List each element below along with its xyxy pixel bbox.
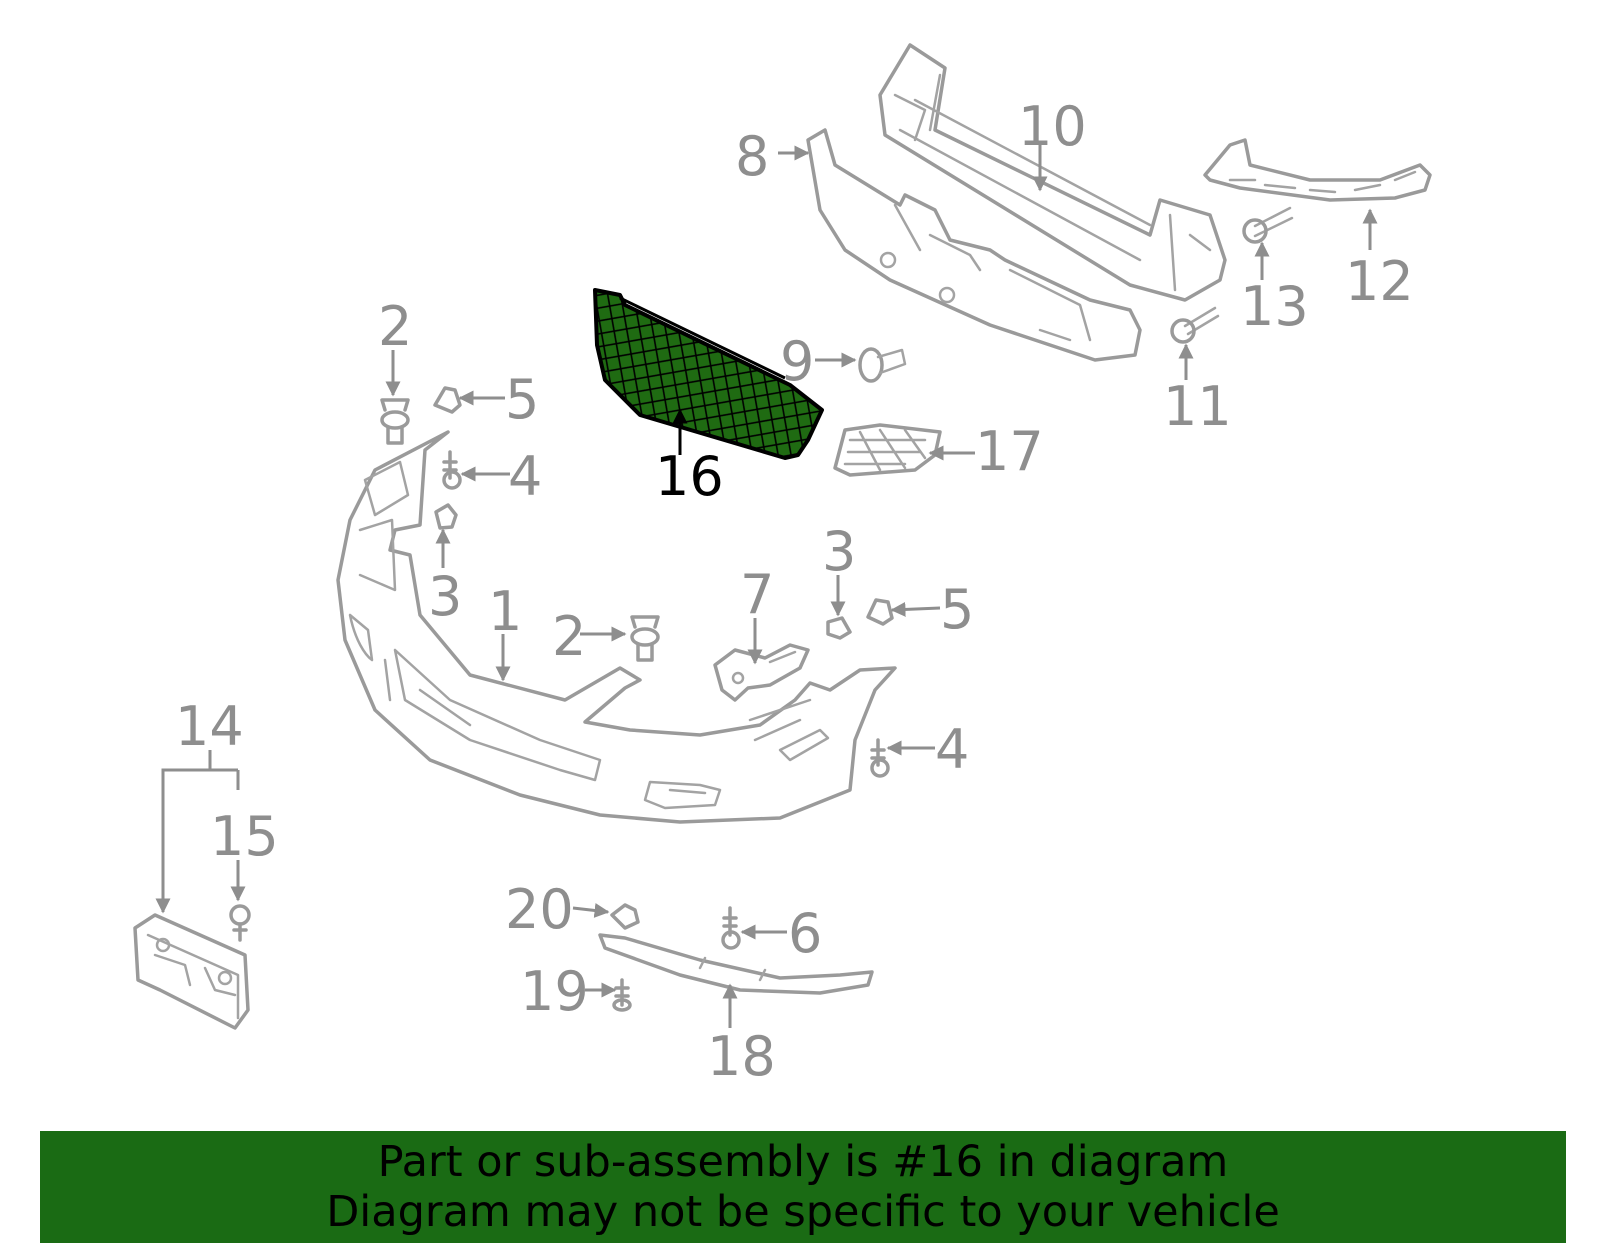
banner-line-disclaimer: Diagram may not be specific to your vehi… <box>326 1187 1280 1237</box>
callout-7: 7 <box>740 563 774 626</box>
banner-line-part: Part or sub-assembly is #16 in diagram <box>377 1137 1229 1187</box>
nut-20 <box>610 903 640 930</box>
callout-labels: 2 5 4 3 1 2 7 3 5 4 8 10 9 13 12 11 17 1… <box>175 95 1414 1088</box>
callout-1: 1 <box>488 580 522 643</box>
absorber-part <box>806 128 1142 362</box>
callout-6: 6 <box>788 902 822 965</box>
leader-lines <box>155 145 1378 1028</box>
pushpin-2a <box>380 398 410 445</box>
screw-4b <box>870 738 890 778</box>
screw-4a <box>442 450 462 490</box>
pin-9 <box>858 347 907 383</box>
bolt-19 <box>612 978 632 1012</box>
screw-6 <box>721 906 741 950</box>
callout-2: 2 <box>378 295 412 358</box>
clip-5b <box>866 598 894 626</box>
callout-12: 12 <box>1345 250 1414 313</box>
callout-18: 18 <box>707 1025 776 1088</box>
callout-2: 2 <box>552 605 586 668</box>
reinforcement-part <box>878 43 1227 302</box>
clip-5a <box>433 386 462 414</box>
fog-grille-part-17 <box>833 423 942 477</box>
screw-15 <box>229 904 251 942</box>
license-bracket-14 <box>133 913 250 1030</box>
callout-15: 15 <box>210 805 279 868</box>
callout-9: 9 <box>780 330 814 393</box>
callout-10: 10 <box>1018 95 1087 158</box>
callout-17: 17 <box>975 420 1044 483</box>
bolt-11 <box>1170 306 1220 344</box>
grille-part-16 <box>593 288 824 460</box>
callout-19: 19 <box>520 960 589 1023</box>
bolt-13 <box>1242 206 1294 244</box>
callout-14: 14 <box>175 695 244 758</box>
callout-16: 16 <box>655 445 724 508</box>
info-banner: Part or sub-assembly is #16 in diagram D… <box>40 1131 1566 1243</box>
side-bracket-part <box>1203 138 1432 202</box>
callout-20: 20 <box>505 878 574 941</box>
nut-3b <box>826 616 852 640</box>
callout-4: 4 <box>508 445 542 508</box>
callout-4: 4 <box>935 718 969 781</box>
callout-5: 5 <box>505 368 539 431</box>
callout-13: 13 <box>1240 275 1309 338</box>
callout-3: 3 <box>428 565 462 628</box>
bracket-part-7 <box>713 643 810 702</box>
callout-5: 5 <box>940 578 974 641</box>
callout-3: 3 <box>822 520 856 583</box>
nut-3a <box>434 503 458 530</box>
bumper-cover-part <box>336 430 897 824</box>
callout-8: 8 <box>735 125 769 188</box>
lip-strip-18 <box>598 933 874 995</box>
pushpin-2b <box>630 615 660 662</box>
callout-11: 11 <box>1163 375 1232 438</box>
